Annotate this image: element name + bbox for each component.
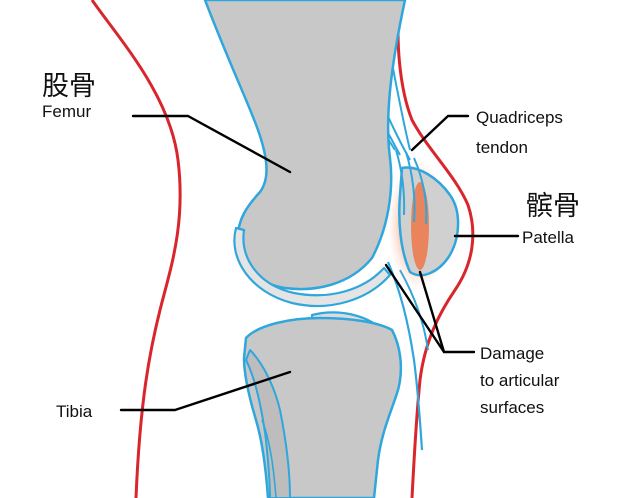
damage-label-line1: Damage [480,344,544,363]
quadriceps-label-line1: Quadriceps [476,108,563,127]
femur-leader-line [131,114,292,174]
tibia-leader-line [119,370,292,412]
articular-cartilage [233,226,392,307]
patellar-tendon [386,261,424,451]
tibia-shaft-line [261,419,277,498]
damage-label-line3: surfaces [480,398,544,417]
femur-label-zh: 股骨 [42,71,96,102]
quadriceps-tendon [395,149,428,225]
skin-outline-back [90,0,182,498]
quadriceps-leader-line [410,114,470,152]
damage-label-line2: to articular [480,371,560,390]
tibia-label: Tibia [56,402,93,421]
patella-damage-highlight [411,182,429,270]
patella-label-zh: 髌骨 [526,191,580,222]
quadriceps-label-line2: tendon [476,138,528,157]
patella-label: Patella [522,228,575,247]
femur-label: Femur [42,102,91,121]
damage-leader-line-2 [418,270,446,354]
